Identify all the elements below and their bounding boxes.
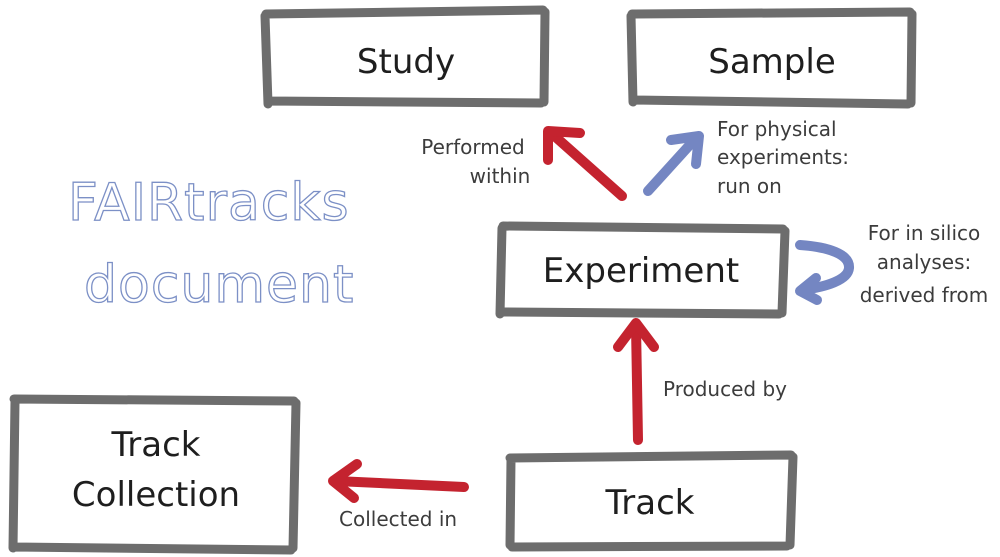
edge-label-collected-in: Collected in (339, 507, 457, 531)
sample-label: Sample (708, 42, 835, 82)
track-collection-label-line-1: Track (111, 425, 201, 465)
node-track-collection: Track Collection (8, 394, 301, 555)
edge-label-run-on-line-3: run on (717, 174, 782, 198)
sample-box-frame (626, 7, 917, 109)
track-collection-box-frame (8, 394, 301, 555)
arrow-derived-from (795, 240, 854, 305)
track-label: Track (605, 483, 695, 523)
arrow-performed-within (543, 126, 627, 201)
arrow-collected-in (328, 459, 469, 503)
arrow-collected-in-shaft (331, 476, 469, 492)
edge-label-run-on-line-1: For physical (717, 117, 837, 141)
edge-label-derived-from-line-3: derived from (860, 283, 989, 307)
arrow-run-on-shaft (643, 132, 702, 196)
node-study: Study (260, 5, 550, 109)
study-box-frame (260, 5, 550, 109)
edge-label-derived-from-line-1: For in silico (868, 221, 981, 245)
experiment-box-frame (495, 221, 790, 319)
arrow-performed-within-head (543, 126, 585, 165)
document-title-line-2: document (84, 255, 354, 315)
node-track: Track (505, 450, 798, 552)
node-experiment: Experiment (495, 221, 790, 319)
edge-label-performed-within-line-2: within (470, 164, 531, 188)
track-box-frame (505, 450, 798, 552)
track-collection-label-line-2: Collection (72, 475, 240, 515)
document-title-line-1: FAIRtracks (68, 173, 350, 233)
arrow-run-on (643, 131, 704, 196)
arrow-produced-by-head (613, 318, 659, 352)
study-label: Study (357, 42, 455, 82)
arrow-run-on-head (666, 131, 704, 169)
document-title: FAIRtracks document (67, 172, 354, 315)
arrow-collected-in-head (328, 459, 362, 503)
edge-label-derived-from-line-2: analyses: (877, 250, 971, 274)
arrow-produced-by (613, 318, 659, 445)
arrow-derived-from-curve (795, 240, 854, 295)
edge-label-performed-within-line-1: Performed (421, 135, 525, 159)
experiment-label: Experiment (543, 251, 739, 291)
edge-label-produced-by: Produced by (663, 377, 787, 401)
arrow-produced-by-shaft (631, 321, 643, 445)
arrow-performed-within-shaft (545, 127, 627, 201)
arrow-derived-from-head (795, 273, 822, 305)
edge-label-run-on-line-2: experiments: (717, 145, 849, 169)
node-sample: Sample (626, 7, 917, 109)
